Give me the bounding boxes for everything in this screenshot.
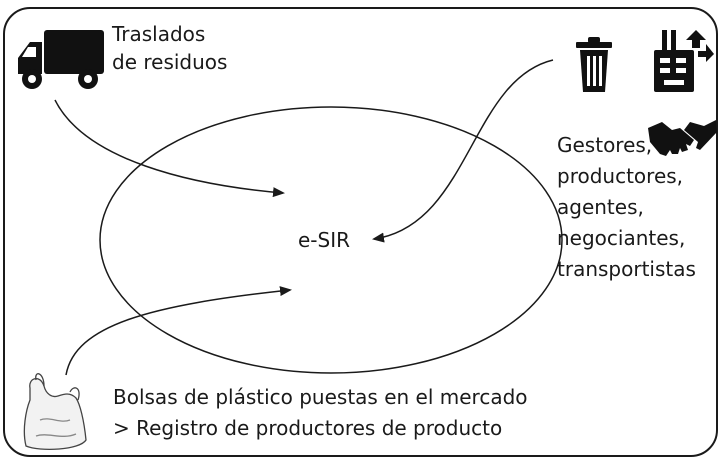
actors-label-line: transportistas — [557, 257, 696, 281]
handshake-icon — [648, 120, 717, 156]
actors-label-line: agentes, — [557, 195, 644, 219]
plastic-bag-icon — [23, 373, 87, 450]
truck-block-label: Traslados de residuos — [112, 20, 227, 76]
bags-label-line: Bolsas de plástico puestas en el mercado — [113, 385, 528, 409]
outer-frame — [3, 7, 718, 457]
actors-label-line: productores, — [557, 164, 684, 188]
actors-label-line: negociantes, — [557, 226, 686, 250]
trash-bin-icon — [576, 37, 612, 92]
bags-label-line: > Registro de productores de producto — [113, 416, 503, 440]
truck-label-line: Traslados — [112, 22, 206, 46]
arrow-actors-to-esir — [372, 59, 554, 243]
bags-block-label: Bolsas de plástico puestas en el mercado… — [113, 382, 528, 444]
center-label: e-SIR — [298, 228, 351, 252]
arrow-bags-to-esir — [65, 286, 292, 376]
truck-icon — [18, 30, 104, 89]
e-sir-ellipse — [99, 106, 563, 374]
truck-label-line: de residuos — [112, 50, 228, 74]
actors-block-label: Gestores, productores, agentes, negocian… — [557, 130, 696, 285]
actors-label-line: Gestores, — [557, 133, 653, 157]
arrow-truck-to-esir — [54, 99, 285, 198]
factory-recycle-icon — [654, 30, 714, 92]
